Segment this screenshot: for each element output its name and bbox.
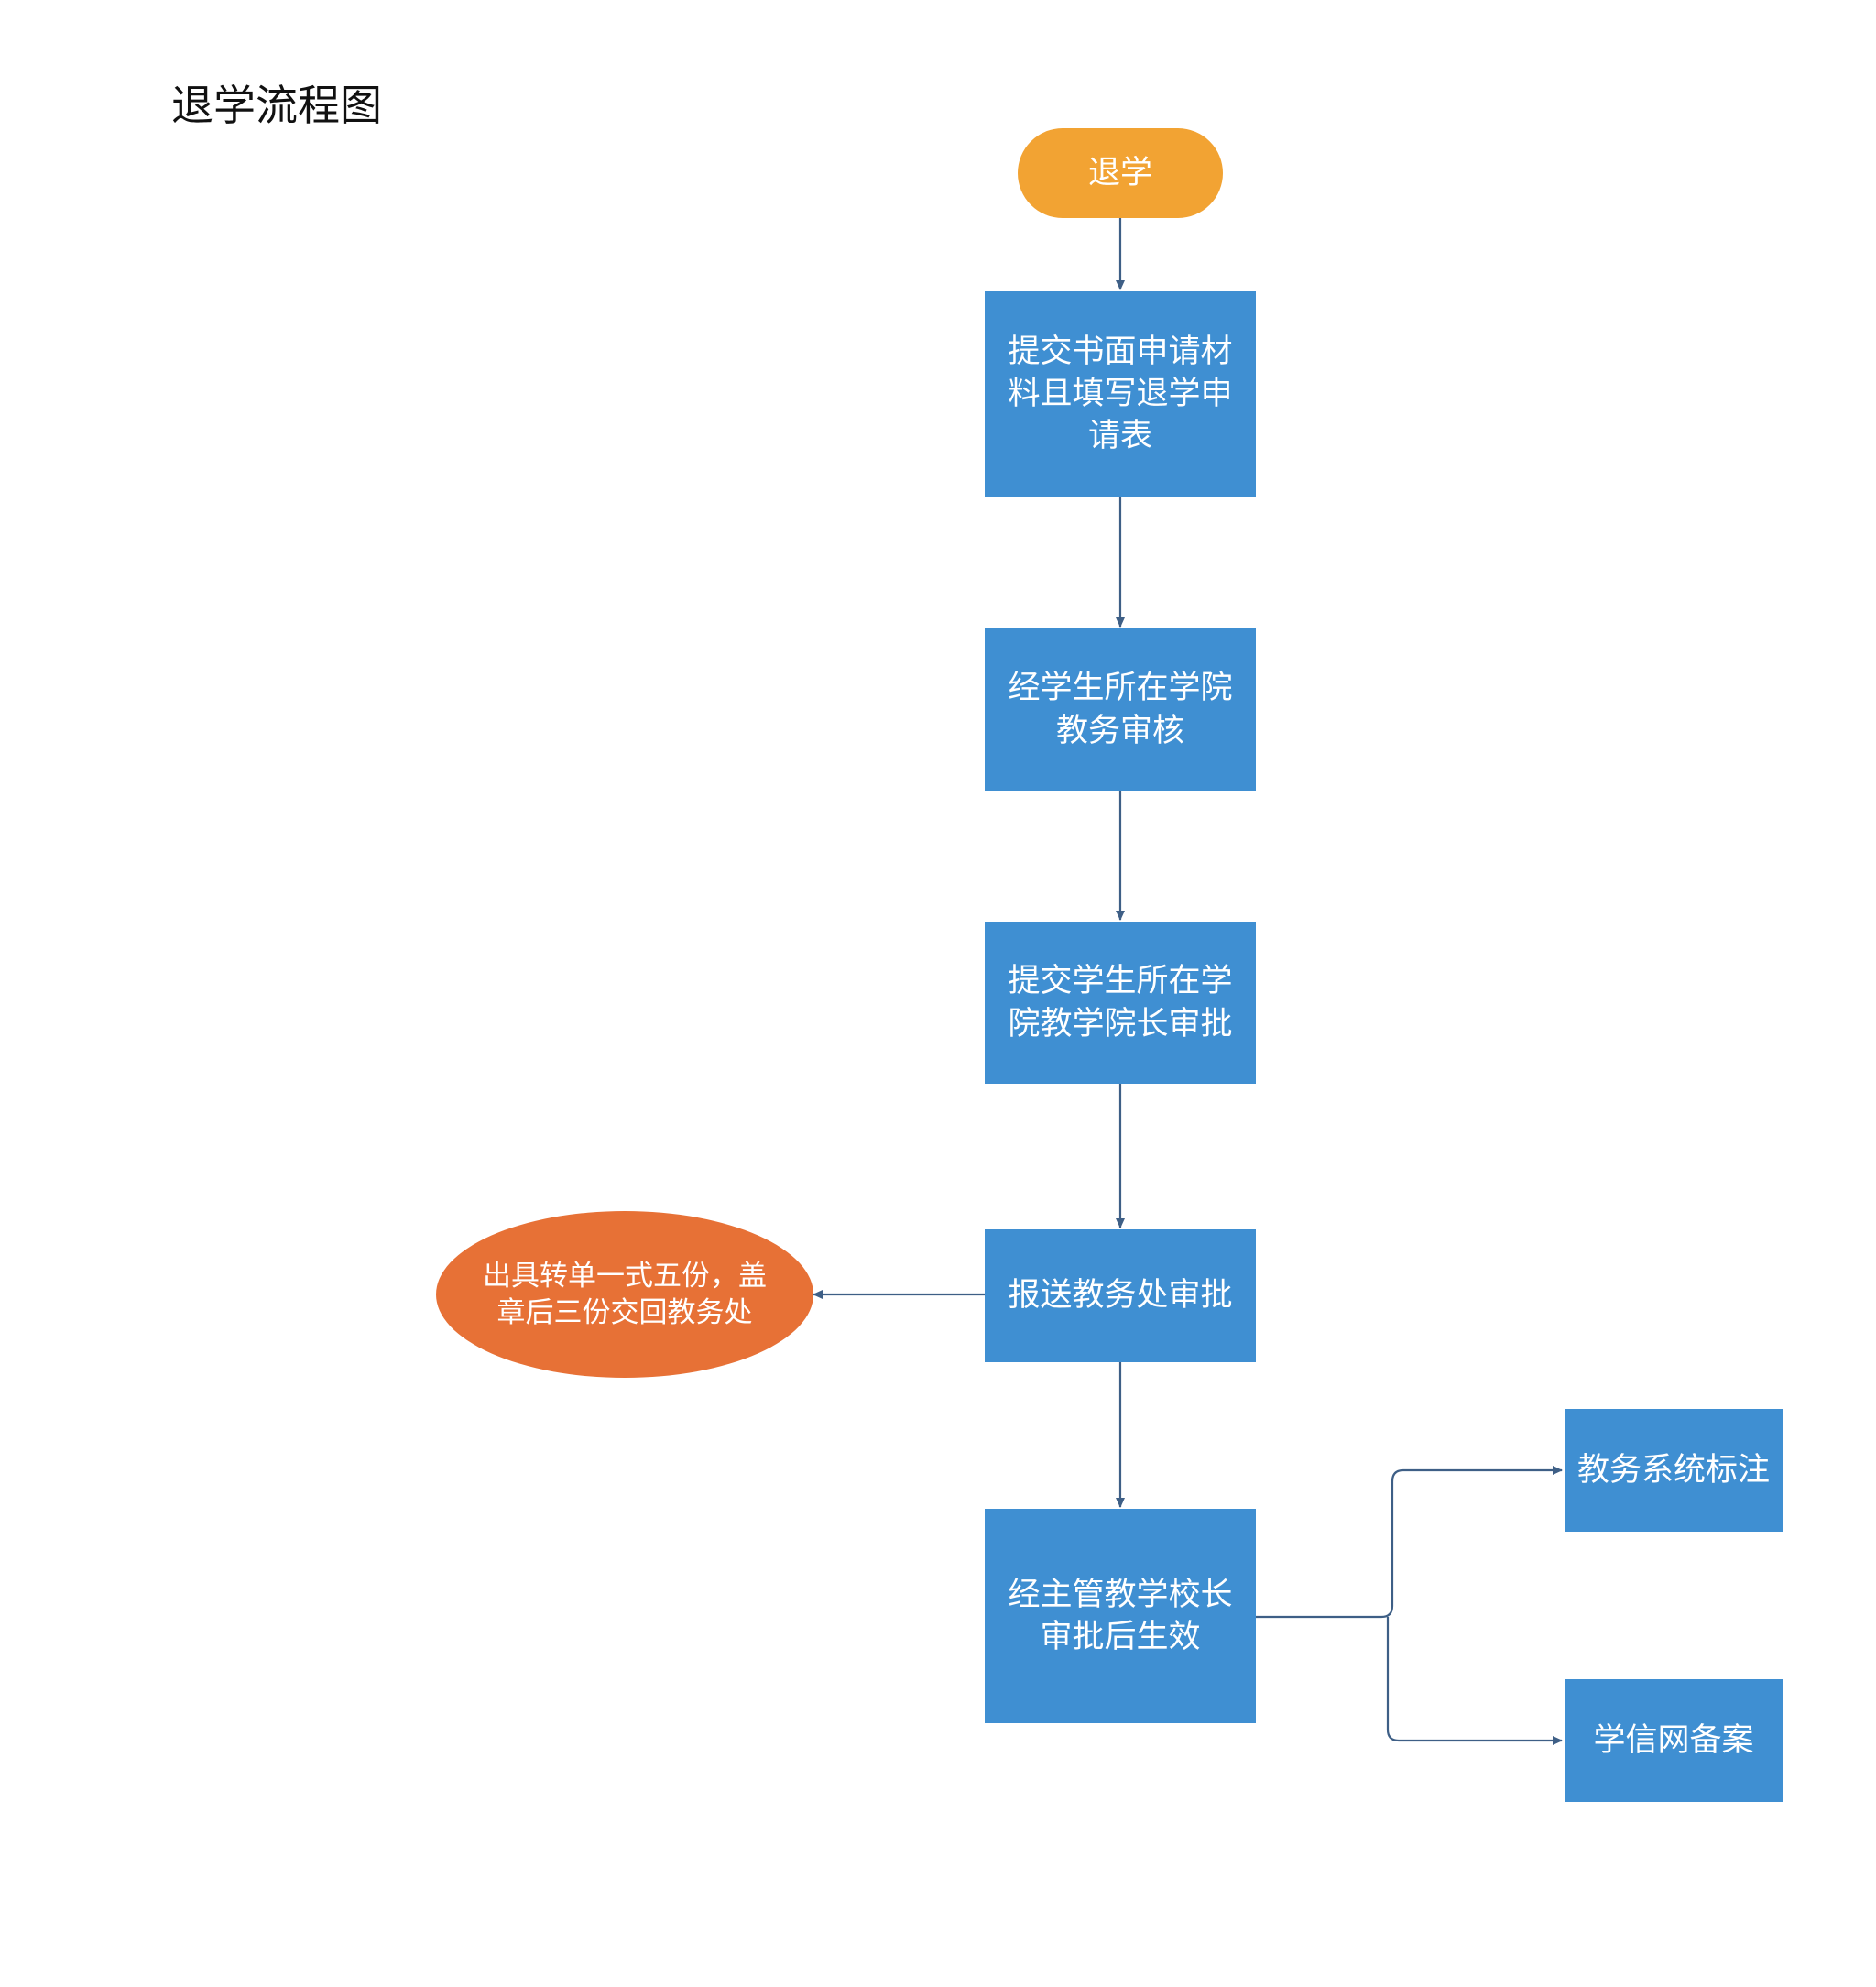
node-submit-application: 提交书面申请材料且填写退学申请表 — [985, 291, 1256, 497]
node-president-approval: 经主管教学校长审批后生效 — [985, 1509, 1256, 1723]
node-start: 退学 — [1018, 128, 1223, 218]
edge-president-approval-to-system-mark — [1256, 1466, 1563, 1619]
node-chsi-record: 学信网备案 — [1565, 1679, 1783, 1802]
node-system-mark: 教务系统标注 — [1565, 1409, 1783, 1532]
node-college-review: 经学生所在学院教务审核 — [985, 628, 1256, 791]
node-office-approval-label: 报送教务处审批 — [1008, 1277, 1233, 1315]
node-dean-approval: 提交学生所在学院教学院长审批 — [985, 922, 1256, 1084]
node-system-mark-label: 教务系统标注 — [1576, 1451, 1770, 1489]
page-title: 退学流程图 — [171, 81, 382, 130]
node-transfer-slip: 出具转单一式五份，盖章后三份交回教务处 — [436, 1211, 813, 1378]
node-chsi-record-label: 学信网备案 — [1593, 1721, 1754, 1759]
node-dean-approval-label: 提交学生所在学院教学院长审批 — [1008, 963, 1233, 1043]
edge-president-approval-to-chsi-record — [1386, 1617, 1563, 1745]
node-transfer-slip-label: 出具转单一式五份，盖章后三份交回教务处 — [483, 1259, 767, 1329]
node-office-approval: 报送教务处审批 — [985, 1229, 1256, 1362]
node-college-review-label: 经学生所在学院教务审核 — [1008, 670, 1233, 749]
node-submit-application-label: 提交书面申请材料且填写退学申请表 — [1008, 333, 1233, 455]
node-start-label: 退学 — [1087, 154, 1152, 191]
node-president-approval-label: 经主管教学校长审批后生效 — [1008, 1576, 1233, 1655]
